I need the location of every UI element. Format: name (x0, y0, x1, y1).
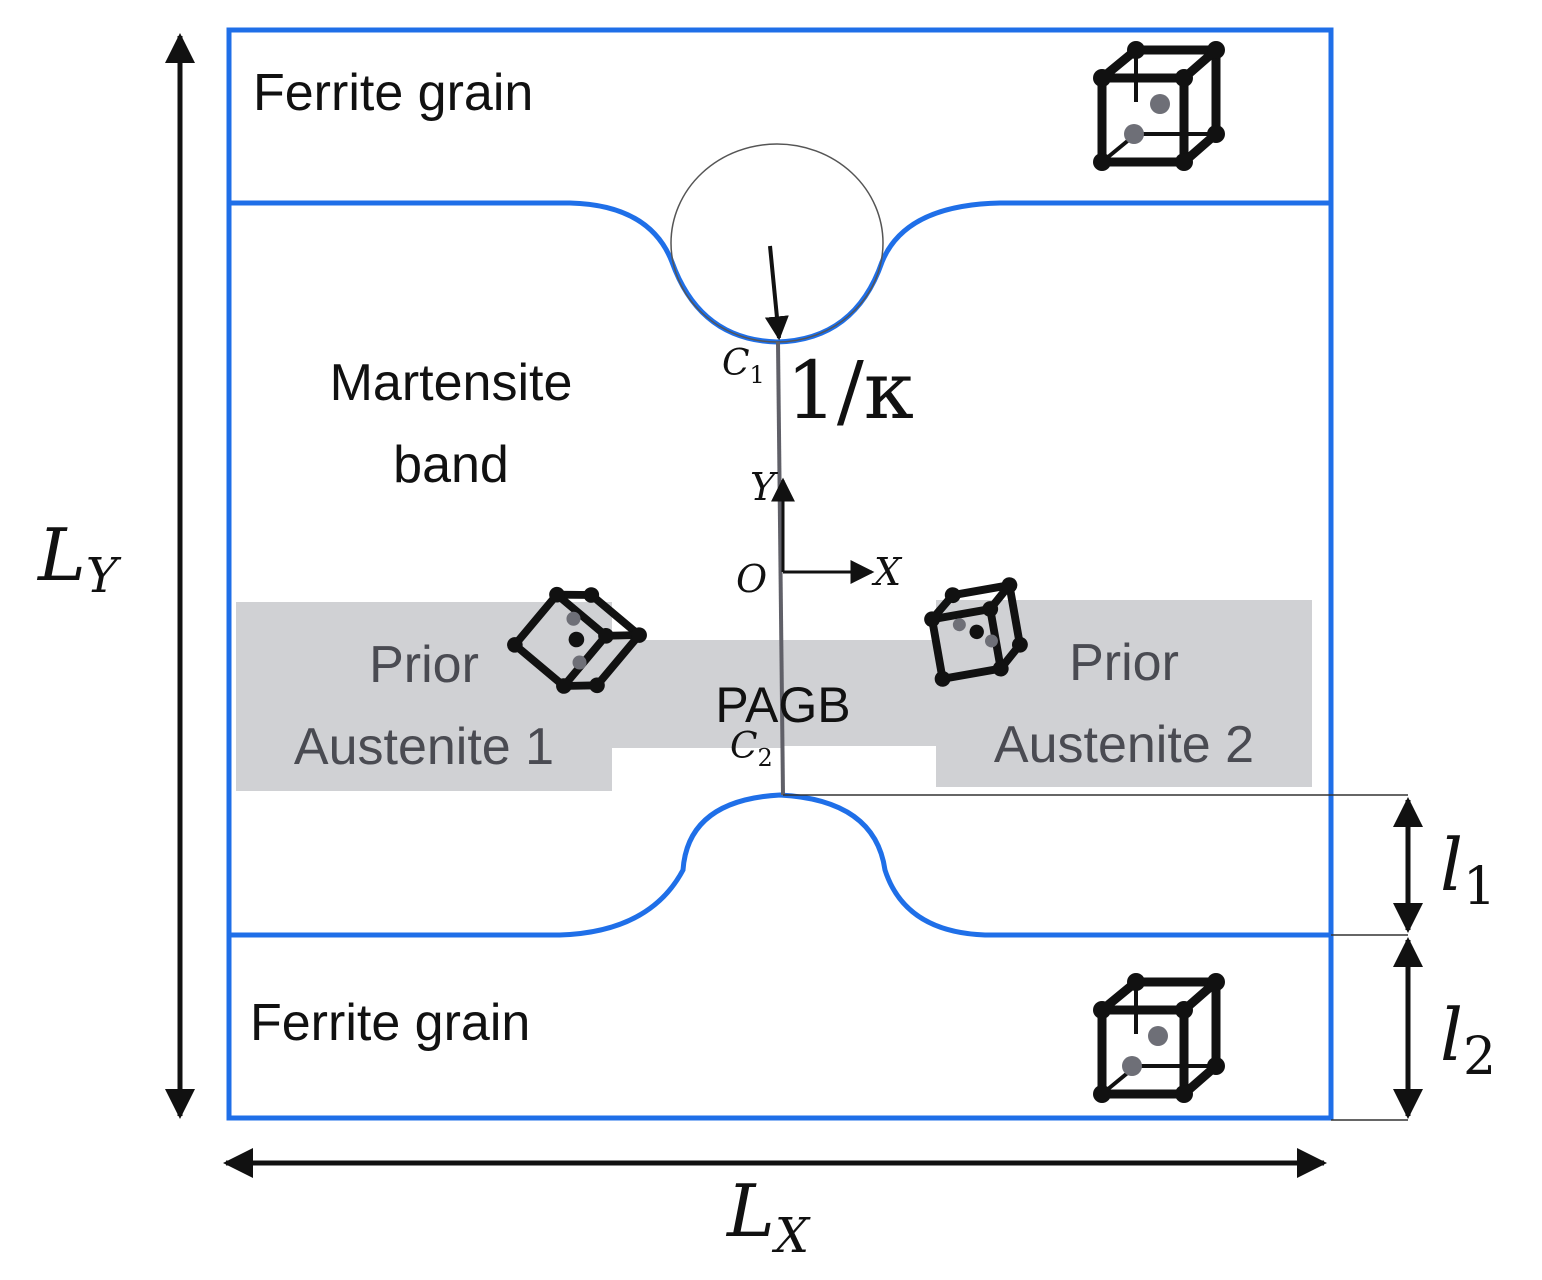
l2-label: l2 (1440, 993, 1496, 1087)
prior-austenite-2-label-line2: Austenite 2 (994, 716, 1254, 774)
cubic-lattice-icon (924, 577, 1028, 687)
cubic-lattice-icon (507, 586, 647, 694)
c2-label: C2 (730, 726, 773, 772)
y-axis-label: Y (750, 465, 779, 509)
prior-austenite-1-label-line1: Prior (369, 636, 479, 694)
ly-label: LY (36, 513, 122, 604)
martensite-label-line2: band (393, 436, 509, 494)
cubic-lattice-icon (1093, 41, 1225, 171)
prior-austenite-1-region (236, 602, 783, 791)
prior-austenite-regions (236, 600, 1312, 791)
bottom-interface (229, 792, 1331, 938)
domain-boundary (226, 27, 1334, 1121)
top-interface (229, 200, 1331, 345)
prior-austenite-1-label-line2: Austenite 1 (294, 718, 554, 776)
pagb-label: PAGB (715, 677, 850, 733)
martensite-label-line1: Martensite (330, 354, 573, 412)
prior-austenite-2-region (783, 600, 1312, 787)
cubic-lattice-icon (1093, 973, 1225, 1103)
c1-label: C1 (722, 343, 765, 389)
notch-circle (670, 143, 884, 343)
curvature-arrow (764, 245, 789, 341)
lx-label: LX (725, 1169, 811, 1264)
origin-label: O (736, 557, 767, 601)
curvature-label: 1/κ (786, 344, 914, 437)
prior-austenite-2-label-line1: Prior (1069, 634, 1179, 692)
pagb-line (776, 341, 785, 796)
x-axis-label: X (871, 550, 903, 594)
l1-label: l1 (1440, 823, 1496, 917)
ferrite-bottom-label: Ferrite grain (250, 994, 530, 1052)
ferrite-top-label: Ferrite grain (253, 64, 533, 122)
